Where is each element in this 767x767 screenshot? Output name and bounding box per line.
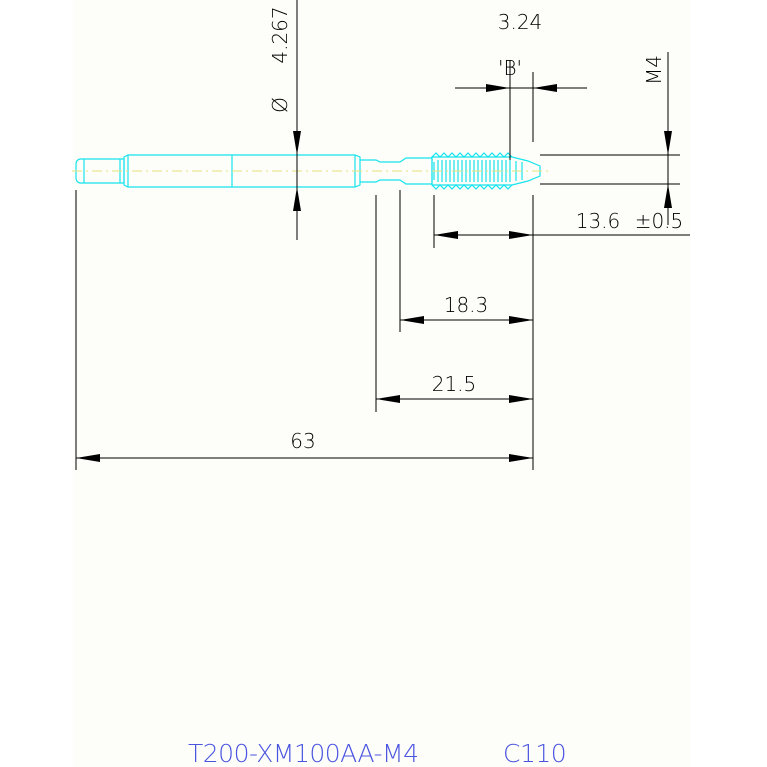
dim-pitch-length: 3.24 [498, 10, 543, 34]
thread-body [431, 156, 541, 186]
tap-outline [72, 152, 548, 190]
dim-thread-size: M4 [642, 55, 666, 85]
dim-thread-tolerance: ±0.5 [635, 209, 684, 233]
part-code: C110 [503, 739, 566, 767]
paper-sheet [73, 0, 690, 767]
square-drive [75, 158, 125, 184]
dim-neck-length: 18.3 [444, 293, 489, 317]
dim-shank-diameter: 4.267 [268, 6, 292, 63]
dim-body-length: 21.5 [432, 372, 477, 396]
dim-overall-length: 63 [290, 429, 315, 453]
dim-diameter-symbol: Ø [268, 97, 292, 113]
part-number: T200-XM100AA-M4 [188, 739, 419, 767]
dim-point-label: 'B' [498, 56, 522, 80]
dim-thread-length: 13.6 [576, 209, 621, 233]
shank [123, 154, 361, 188]
dimension-lines [75, 0, 690, 470]
